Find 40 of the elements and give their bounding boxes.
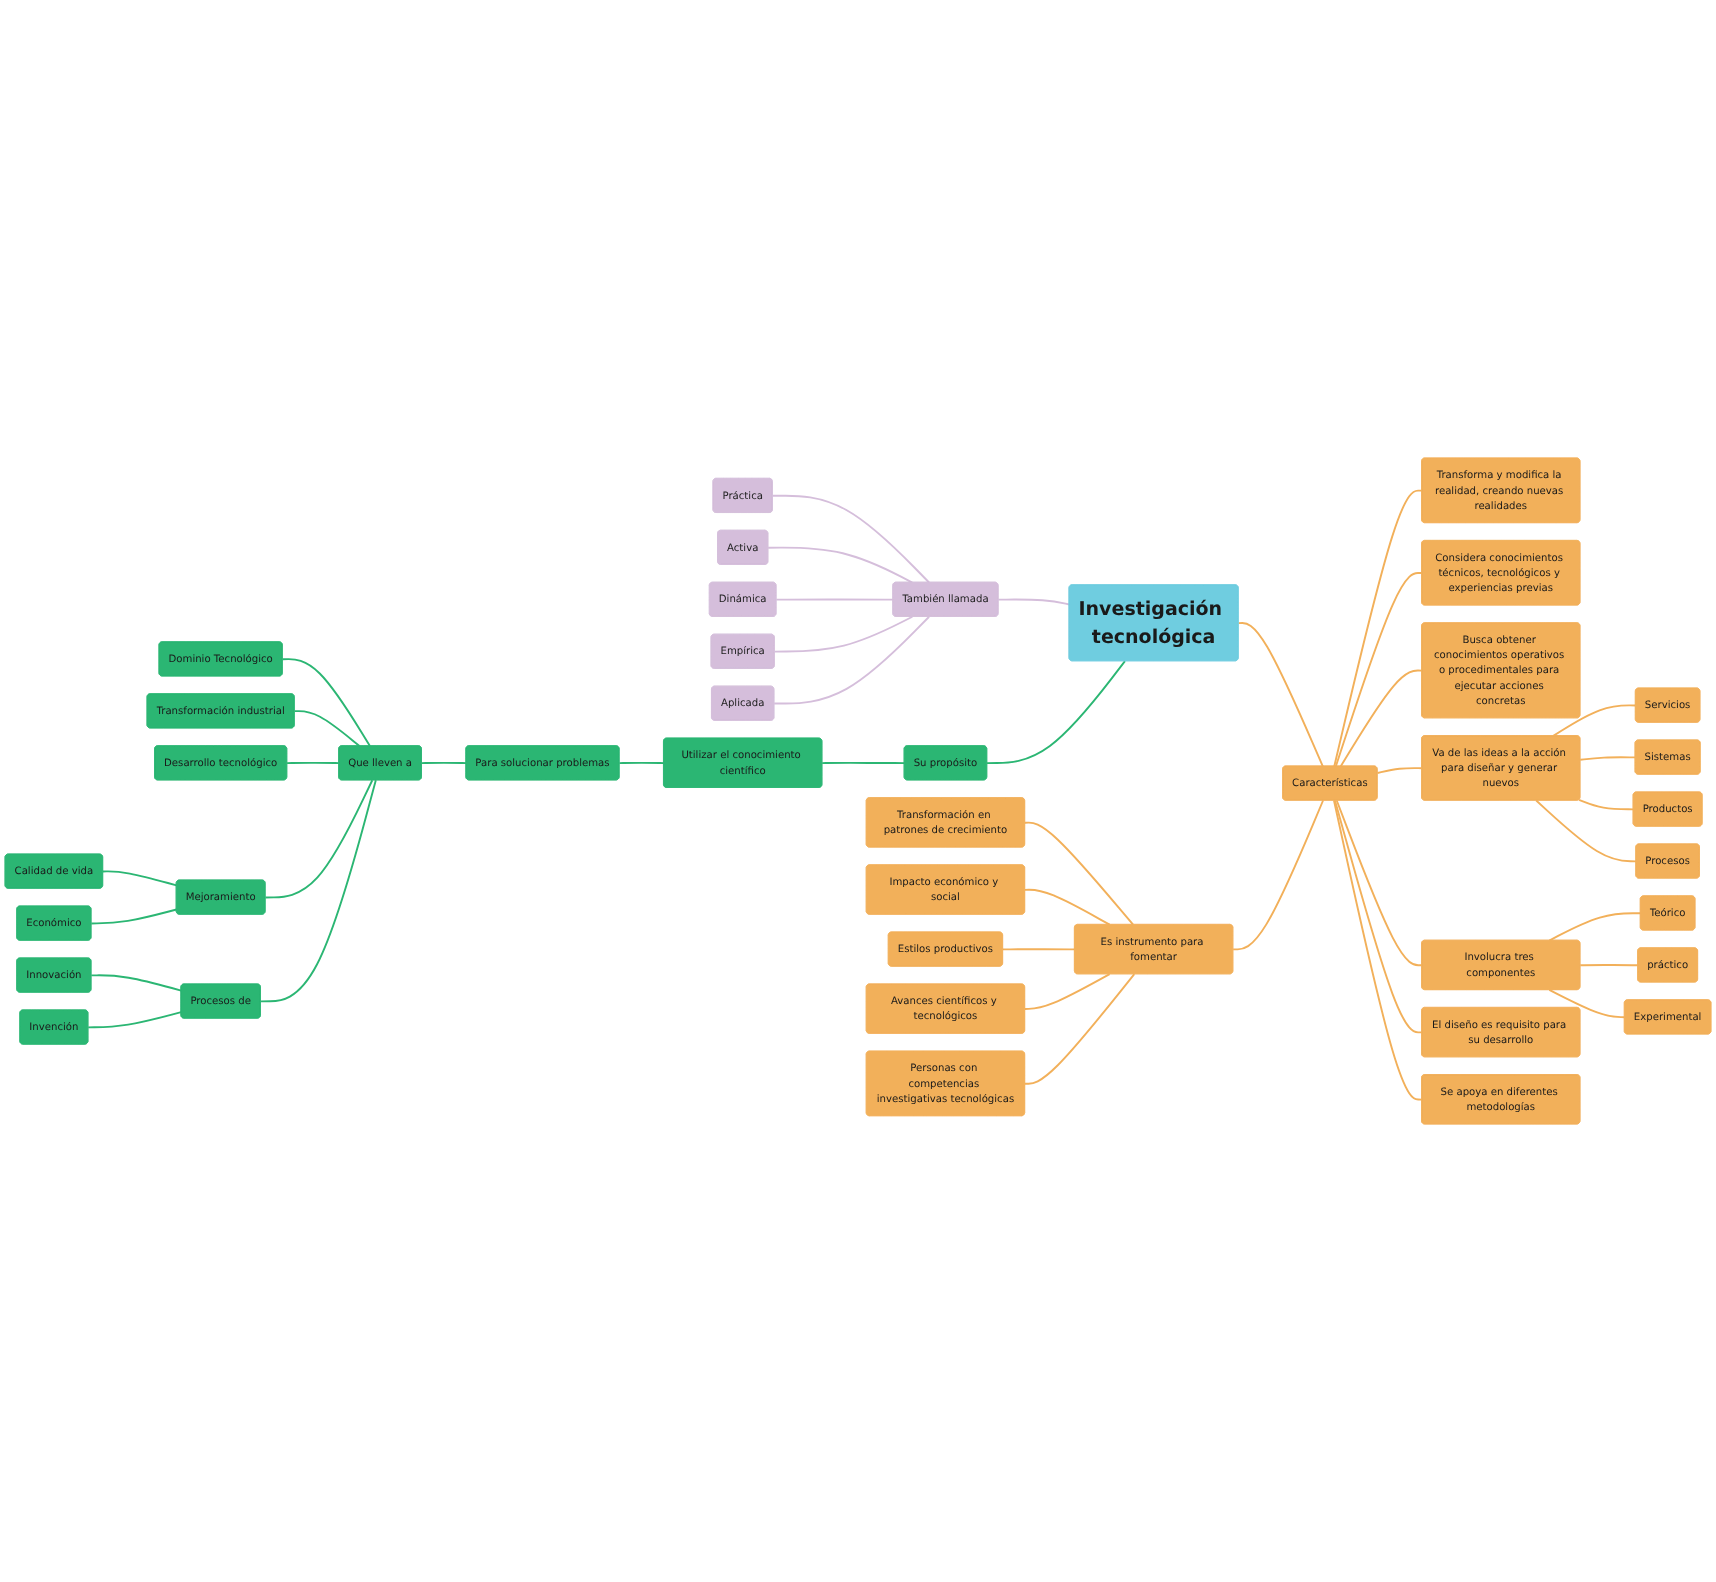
connector	[102, 870, 178, 887]
connector	[1024, 973, 1111, 1010]
connector	[1334, 799, 1423, 1034]
connector	[1578, 798, 1635, 811]
connector	[1334, 572, 1423, 768]
connector	[773, 615, 931, 705]
connector	[1376, 767, 1423, 774]
connector	[1535, 799, 1638, 863]
connector	[775, 598, 895, 601]
connector	[1552, 704, 1637, 737]
connector	[1232, 799, 1324, 951]
connector	[259, 779, 377, 1003]
connector	[1024, 973, 1136, 1085]
connector	[1024, 821, 1135, 926]
connector	[1335, 799, 1423, 967]
connector	[1024, 888, 1111, 926]
connector	[1579, 964, 1639, 967]
connector	[1333, 799, 1423, 1101]
connector	[1333, 489, 1423, 768]
connector	[997, 598, 1071, 606]
connector	[1548, 912, 1642, 942]
connector	[1579, 756, 1637, 761]
connector	[1548, 989, 1626, 1019]
connector	[286, 761, 340, 765]
connector	[1001, 948, 1076, 951]
connector	[618, 761, 665, 765]
connector	[767, 546, 914, 584]
connector	[293, 710, 361, 747]
connector	[264, 779, 374, 899]
connector	[821, 761, 906, 765]
connector	[281, 658, 371, 747]
connector	[1339, 669, 1423, 768]
connector	[420, 761, 468, 765]
connector	[771, 494, 931, 584]
connector	[87, 1011, 183, 1029]
connector	[1237, 622, 1324, 768]
connector	[986, 660, 1126, 765]
connector	[90, 908, 178, 925]
connector	[773, 615, 914, 653]
connector	[90, 974, 183, 992]
